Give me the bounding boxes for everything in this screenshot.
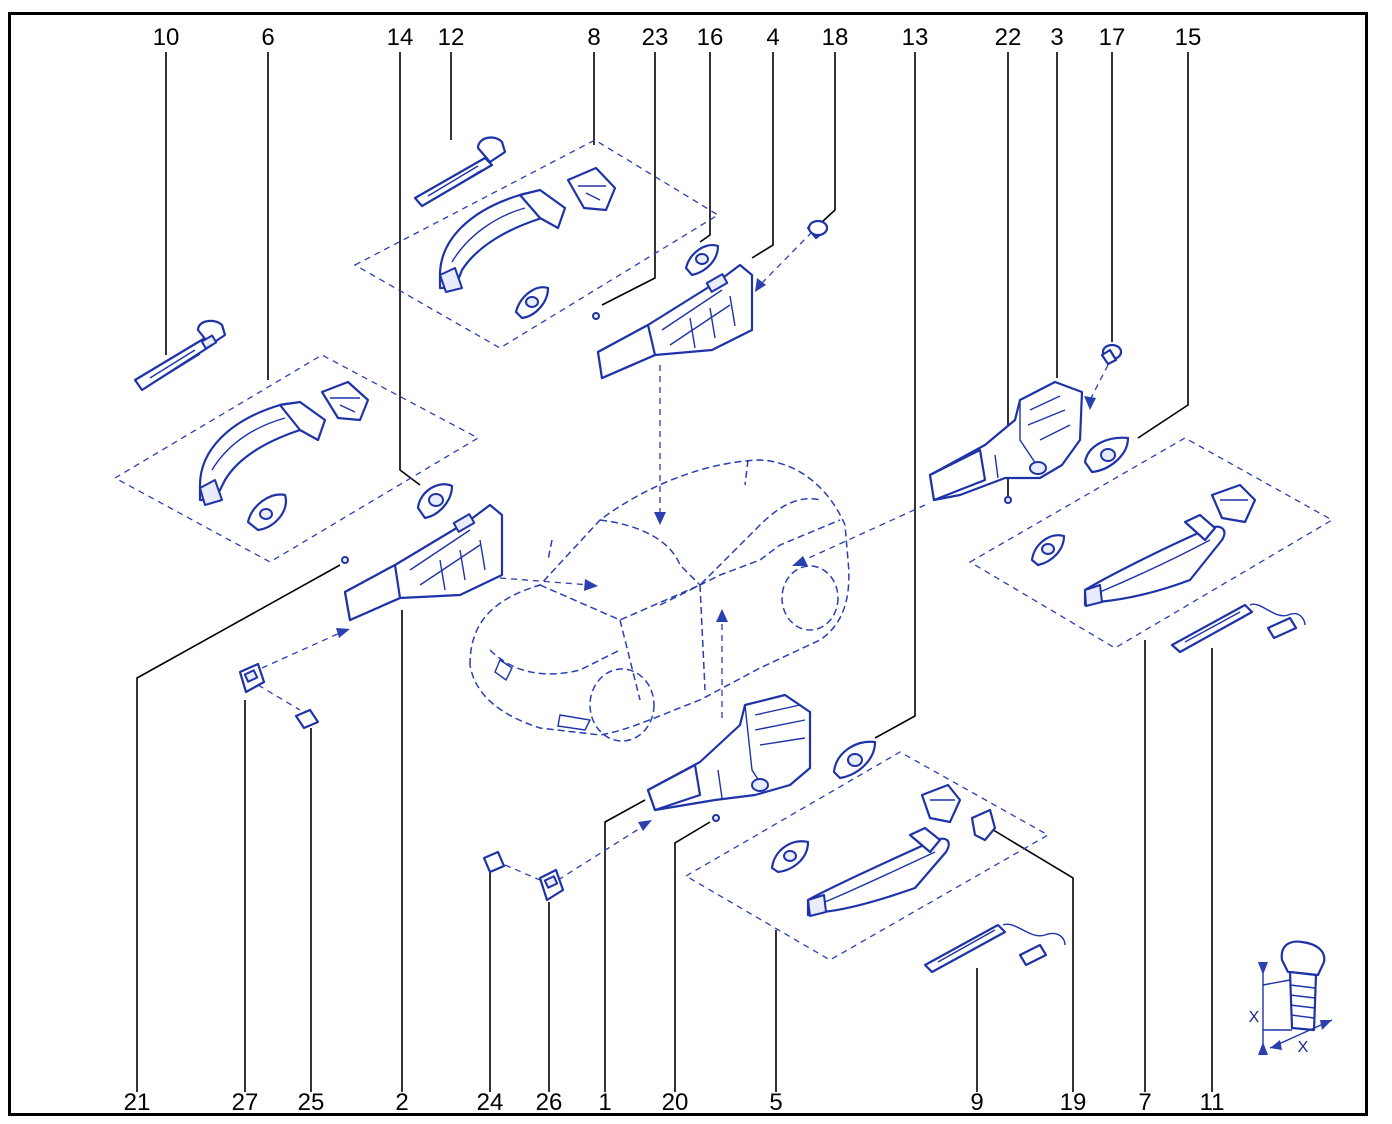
screw-dimension-inset: X X — [1249, 940, 1333, 1056]
part-25-clip — [294, 708, 320, 730]
label-22: 22 — [995, 24, 1022, 51]
assembly-arrows — [257, 231, 1109, 881]
leader-1 — [604, 799, 646, 1092]
group-frame-top — [353, 139, 720, 349]
part-15-cover-right — [1083, 436, 1130, 474]
part-5-handle-bottom — [770, 783, 962, 917]
label-4: 4 — [766, 24, 779, 51]
label-19: 19 — [1060, 1089, 1087, 1116]
label-27: 27 — [232, 1089, 259, 1116]
label-21: 21 — [124, 1089, 151, 1116]
part-17-plug — [1100, 343, 1123, 366]
label-17: 17 — [1099, 24, 1126, 51]
part-14-cover-left — [416, 483, 454, 520]
label-23: 23 — [642, 24, 669, 51]
leader-16 — [699, 52, 711, 243]
part-27-clip — [238, 662, 266, 694]
leader-13 — [874, 52, 916, 739]
leader-19 — [989, 827, 1074, 1092]
label-12: 12 — [438, 24, 465, 51]
part-12-antenna — [413, 136, 507, 208]
part-8-handle-top — [438, 166, 617, 320]
part-4-bracket-top — [592, 263, 754, 380]
label-10: 10 — [153, 24, 180, 51]
label-3: 3 — [1050, 24, 1063, 51]
part-26-clip — [538, 868, 565, 902]
leader-21 — [136, 564, 341, 1092]
part-9-antenna — [923, 923, 1066, 974]
label-11: 11 — [1200, 1089, 1225, 1116]
dimension-x-horizontal: X — [1298, 1039, 1309, 1056]
label-26: 26 — [536, 1089, 563, 1116]
part-2-bracket-left — [341, 503, 504, 622]
label-7: 7 — [1138, 1089, 1151, 1116]
label-2: 2 — [395, 1089, 408, 1116]
part-3-bracket-right — [928, 380, 1084, 504]
dimension-x-vertical: X — [1249, 1009, 1260, 1026]
leader-4 — [751, 52, 774, 259]
label-18: 18 — [822, 24, 849, 51]
part-11-antenna — [1170, 603, 1306, 654]
group-frame-right — [968, 437, 1334, 649]
part-13-cover-bottom — [832, 740, 877, 780]
part-7-handle-right — [1030, 483, 1257, 607]
label-14: 14 — [387, 24, 414, 51]
group-frame-left — [113, 354, 480, 563]
leader-14 — [399, 52, 421, 486]
label-24: 24 — [477, 1089, 504, 1116]
leader-23 — [601, 52, 656, 306]
car-outline — [469, 459, 850, 742]
part-19-cap — [970, 808, 997, 842]
label-13: 13 — [902, 24, 929, 51]
label-16: 16 — [697, 24, 724, 51]
leader-20 — [674, 821, 711, 1092]
label-9: 9 — [970, 1089, 983, 1116]
label-20: 20 — [662, 1089, 689, 1116]
label-6: 6 — [261, 24, 274, 51]
part-24-clip — [482, 850, 506, 874]
label-15: 15 — [1175, 24, 1202, 51]
leader-18 — [821, 52, 836, 223]
part-18-plug — [806, 219, 829, 240]
label-25: 25 — [298, 1089, 325, 1116]
leader-15 — [1137, 52, 1189, 439]
part-6-handle-left — [198, 380, 370, 532]
label-8: 8 — [587, 24, 600, 51]
part-10-antenna — [133, 319, 227, 392]
label-5: 5 — [769, 1089, 782, 1116]
part-16-cover-top — [684, 244, 720, 277]
part-1-bracket-bottom — [646, 693, 812, 822]
label-1: 1 — [598, 1089, 611, 1116]
leader-lines — [136, 52, 1213, 1092]
